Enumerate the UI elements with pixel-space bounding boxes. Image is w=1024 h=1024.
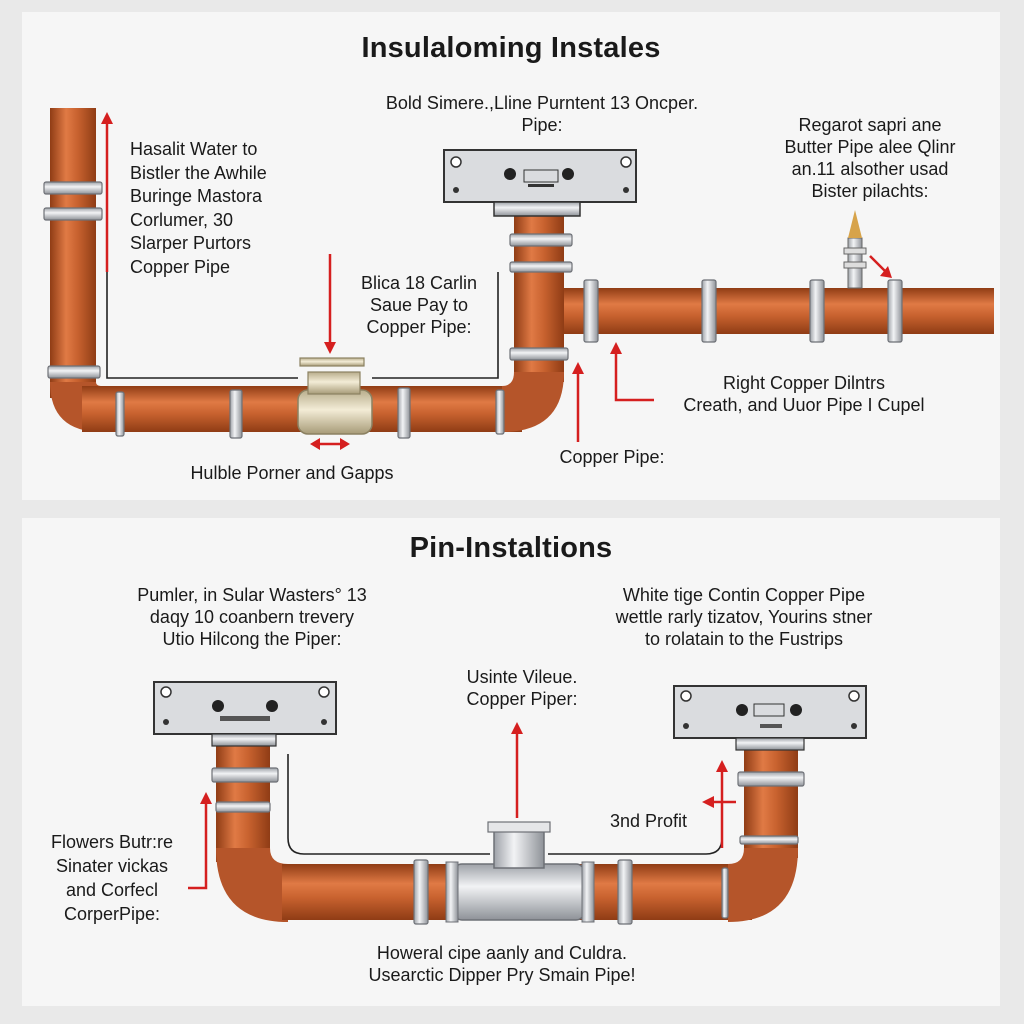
top-right-label: Regarot sapri ane Butter Pipe alee Qlinr… (784, 115, 956, 201)
pipe-clamps (43, 181, 573, 379)
flow-arrows (101, 112, 892, 450)
copper-pipe-right (564, 288, 994, 334)
air-vent-fitting (843, 210, 867, 289)
bottom-title: Pin-Instaltions (409, 532, 613, 564)
pump-manifold (443, 149, 637, 217)
bottom-left-label-b: Flowers Butr:re Sinater vickas and Corfe… (50, 832, 174, 924)
bottom-right-label: 3nd Profit (610, 811, 688, 831)
top-diagram (43, 108, 994, 450)
right-pump-box (673, 685, 867, 751)
steel-tee-fitting (445, 821, 595, 923)
left-block-label: Hasalit Water to Bistler the Awhile Buri… (130, 139, 267, 277)
left-pump-box (153, 681, 337, 747)
pipe-clamps-bottom (211, 767, 805, 845)
middle-label: Blica 18 Carlin Saue Pay to Copper Pipe: (360, 273, 478, 337)
bottom-top-left-label: Pumler, in Sular Wasters° 13 daqy 10 coa… (137, 585, 367, 649)
bottom-center-label: Usinte Vileue. Copper Piper: (466, 667, 578, 709)
bottom-diagram (153, 681, 867, 925)
right-mid-label: Right Copper Dilntrs Creath, and Uuor Pi… (683, 373, 925, 415)
bottom-left-label: Hulble Porner and Gapps (190, 463, 394, 483)
top-panel: Insulaloming Instales Bold Simere.,Lline… (22, 12, 1000, 500)
bottom-mid-label: Copper Pipe: (559, 447, 665, 467)
bottom-bottom-label: Howeral cipe aanly and Culdra. Usearctic… (368, 943, 636, 985)
flow-arrows-bottom (188, 722, 736, 890)
top-title: Insulaloming Instales (361, 32, 661, 64)
brass-valve (297, 357, 373, 435)
top-center-label: Bold Simere.,Lline Purntent 13 Oncper. P… (385, 93, 699, 135)
bottom-top-right-label: White tige Contin Copper Pipe wettle rar… (615, 585, 873, 649)
bottom-panel: Pin-Instaltions Pumler, in Sular Wasters… (22, 518, 1000, 1006)
